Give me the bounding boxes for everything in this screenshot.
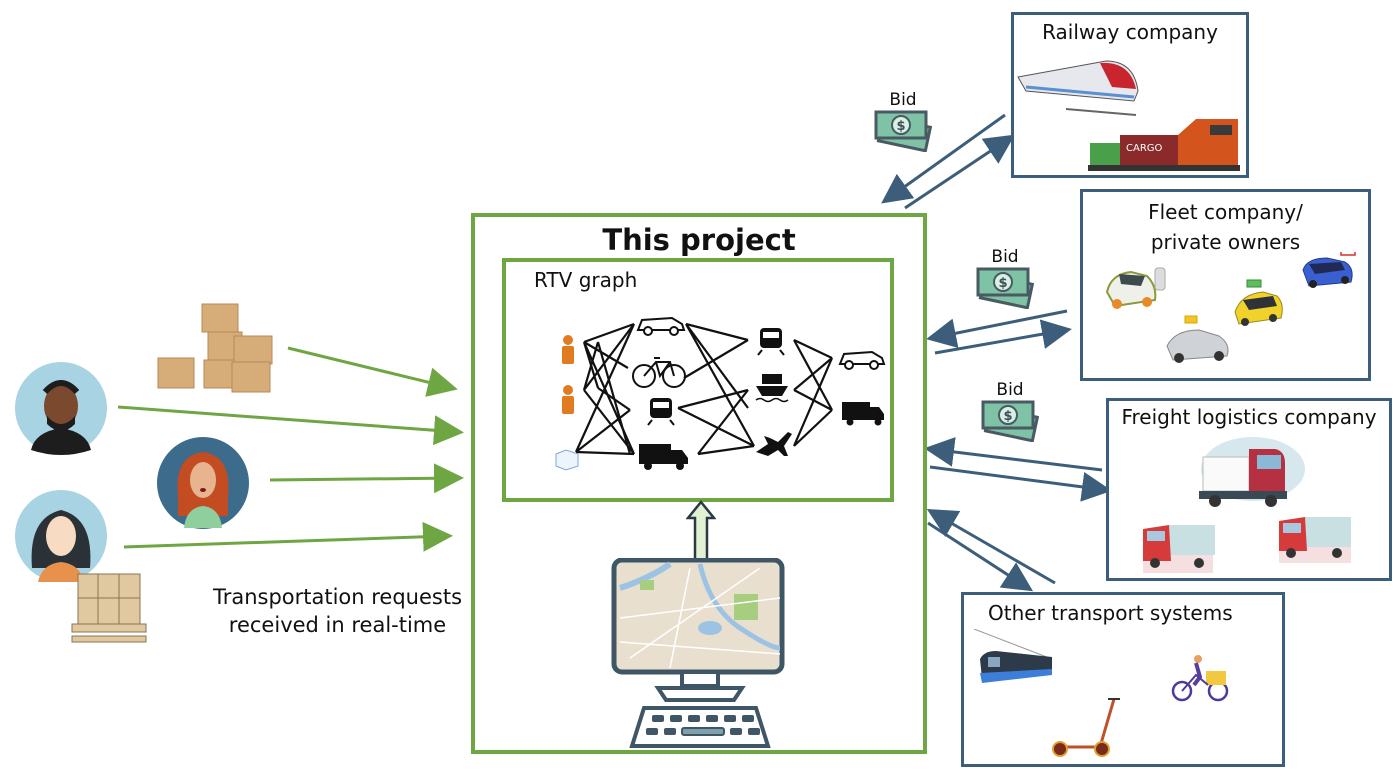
project-to-other-arrow — [927, 521, 1034, 592]
this-project-title: This project — [602, 223, 796, 257]
bid-label: Bid — [996, 380, 1024, 400]
large-truck-icon — [1199, 437, 1305, 507]
railway-to-project-arrow — [881, 113, 1006, 204]
cars-illustration — [1105, 252, 1356, 363]
woman-avatar — [15, 490, 107, 582]
project-to-railway-arrow — [904, 134, 1015, 210]
project-to-fleet-arrow — [934, 319, 1072, 355]
requests-caption-line1: Transportation requests — [212, 585, 463, 609]
silver-car-icon — [1166, 315, 1229, 363]
other-transport-box: Other transport systems — [961, 592, 1285, 767]
money-icon: $ — [981, 400, 1040, 443]
this-project-box: This project — [471, 213, 927, 754]
other-to-project-arrow — [926, 509, 1056, 585]
bid-freight: Bid $ — [980, 380, 1040, 447]
other-transport-illustration — [973, 629, 1229, 757]
person-icon — [562, 335, 574, 364]
requests-caption-line2: received in real-time — [228, 613, 447, 637]
small-truck-icon — [1143, 525, 1215, 573]
svg-text:$: $ — [998, 276, 1007, 291]
freight-to-project-arrow — [924, 437, 1103, 472]
freight-logistics-title: Freight logistics company — [1121, 405, 1377, 429]
railway-company-title: Railway company — [1042, 20, 1218, 44]
trucks-illustration — [1143, 437, 1351, 573]
airplane-icon — [756, 432, 792, 456]
cargo-train-icon: CARGO — [1088, 119, 1240, 171]
small-truck-icon — [1279, 517, 1351, 563]
bid-railway: Bid $ — [873, 90, 933, 157]
request-arrow-woman-red — [269, 463, 464, 494]
car-icon — [838, 350, 886, 370]
fleet-company-title-line2: private owners — [1150, 230, 1301, 254]
upload-arrow-icon — [686, 500, 716, 562]
computer-map-icon — [611, 558, 785, 748]
truck-icon — [639, 444, 688, 470]
rtv-graph-box: RTV graph — [502, 258, 894, 502]
request-arrow-boxes — [287, 346, 458, 397]
requests-caption: Transportation requests received in real… — [200, 583, 475, 639]
svg-text:$: $ — [896, 119, 905, 134]
truck-icon — [842, 402, 884, 426]
graph-edges — [574, 322, 834, 456]
fleet-to-project-arrow — [926, 309, 1068, 349]
blue-car-icon — [1302, 252, 1356, 288]
pallet-icon — [71, 573, 147, 643]
e-scooter-icon — [1052, 698, 1120, 757]
bid-label: Bid — [889, 90, 917, 110]
project-to-freight-arrow — [929, 465, 1112, 502]
tram-icon — [973, 629, 1053, 683]
ship-icon — [755, 374, 789, 403]
yellow-car-icon — [1234, 279, 1283, 326]
money-icon: $ — [976, 267, 1035, 310]
rtv-graph-title: RTV graph — [534, 268, 638, 292]
boxes-icon — [157, 303, 273, 393]
bicycle-icon — [632, 357, 686, 388]
railway-company-box: Railway company CARGO — [1011, 12, 1249, 178]
bid-label: Bid — [991, 247, 1019, 267]
other-transport-title: Other transport systems — [988, 601, 1233, 625]
person-icon — [562, 385, 574, 414]
rtv-graph — [555, 316, 886, 471]
fleet-company-title: Fleet company/ private owners — [1083, 197, 1368, 257]
fleet-company-box: Fleet company/ private owners — [1080, 189, 1371, 381]
request-arrow-man — [117, 405, 464, 446]
package-icon — [555, 449, 579, 471]
cargo-bike-icon — [1171, 655, 1229, 702]
svg-text:CARGO: CARGO — [1126, 143, 1163, 154]
money-icon: $ — [874, 110, 933, 153]
red-haired-woman-avatar — [157, 437, 249, 529]
trains-illustration: CARGO — [1017, 60, 1240, 171]
request-arrow-woman — [123, 521, 453, 552]
high-speed-train-icon — [1017, 60, 1139, 116]
fleet-company-title-line1: Fleet company/ — [1148, 200, 1303, 224]
man-avatar — [15, 362, 107, 455]
car-icon — [636, 316, 686, 336]
freight-logistics-box: Freight logistics company — [1106, 398, 1392, 581]
svg-text:$: $ — [1003, 409, 1012, 424]
train-icon — [647, 398, 675, 426]
train-icon — [757, 328, 785, 356]
bid-fleet: Bid $ — [975, 247, 1035, 314]
smart-car-charging-icon — [1105, 267, 1166, 309]
